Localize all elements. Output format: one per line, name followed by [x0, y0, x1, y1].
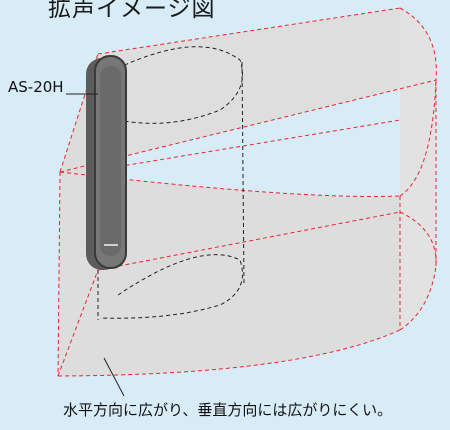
- diagram-title: 拡声イメージ図: [48, 0, 216, 22]
- caption-leader-line: [103, 357, 125, 397]
- speaker-logo-mark: [104, 244, 118, 246]
- edge-bottom-back: [97, 211, 401, 271]
- edge-bottom-back-arc: [399, 211, 437, 267]
- cylinder-bottom-ellipse: [99, 254, 243, 319]
- diagram-caption: 水平方向に広がり、垂直方向には広がりにくい。: [63, 401, 393, 419]
- cylinder-right-side: [241, 61, 245, 285]
- edge-bottom-left: [57, 269, 99, 377]
- edge-top-back: [97, 7, 401, 55]
- coverage-volume: [58, 8, 437, 376]
- edge-mid-arc: [59, 171, 401, 197]
- edge-mid-right: [399, 79, 437, 197]
- volume-right-face: [400, 8, 437, 330]
- edge-left-vertical: [57, 171, 61, 377]
- cylinder-top-ellipse: [117, 46, 243, 124]
- edge-top-arc: [399, 7, 437, 81]
- edge-bottom-right: [399, 265, 437, 331]
- edge-mid-back: [97, 119, 401, 171]
- volume-top-face: [60, 8, 437, 172]
- edge-bottom-arc: [57, 329, 401, 377]
- speaker-model-label: AS-20H: [8, 78, 64, 96]
- speaker-column-icon: [86, 55, 127, 270]
- volume-front-face: [58, 172, 400, 376]
